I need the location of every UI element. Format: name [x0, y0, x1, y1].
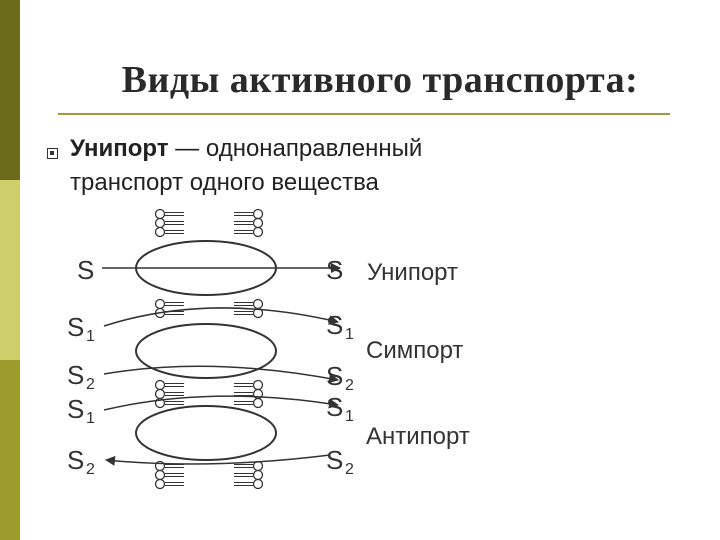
lipid-head — [252, 217, 264, 229]
s1-right-antiport: S 1 — [326, 392, 354, 425]
slide-title: Виды активного транспорта: — [121, 59, 639, 101]
svg-text:S: S — [326, 361, 343, 391]
lipid-head — [154, 298, 166, 310]
left-band-olive — [0, 360, 20, 540]
lipid-head — [154, 478, 166, 490]
svg-text:S: S — [67, 394, 84, 424]
lipid-head — [252, 478, 264, 490]
square-bullet-icon — [47, 148, 58, 159]
antiport-carrier-protein — [135, 405, 277, 461]
svg-text:S: S — [67, 312, 84, 342]
lipid-head — [252, 307, 264, 319]
s1-right-symport: S 1 — [326, 310, 354, 343]
svg-text:1: 1 — [345, 326, 354, 343]
svg-text:2: 2 — [345, 377, 354, 394]
lipid-head — [252, 226, 264, 238]
svg-text:S: S — [67, 360, 84, 390]
left-band-light — [0, 180, 20, 360]
svg-text:S: S — [326, 392, 343, 422]
lipid-head — [154, 226, 166, 238]
lipid-head — [252, 469, 264, 481]
s1-left-symport: S 1 — [67, 312, 95, 345]
bullet-line-2: транспорт одного вещества — [70, 169, 379, 196]
bullet-text: Унипорт — однонаправленный транспорт одн… — [70, 132, 670, 200]
left-band-dark — [0, 0, 20, 180]
symport-arrow-s1 — [103, 307, 339, 327]
lipid-bilayer — [154, 208, 264, 490]
s1-left-antiport: S 1 — [67, 394, 95, 427]
svg-text:S: S — [67, 445, 84, 475]
s-right-label: S — [326, 255, 343, 285]
s2-right-symport: S 2 — [326, 361, 354, 394]
svg-text:2: 2 — [345, 461, 354, 478]
svg-text:2: 2 — [86, 461, 95, 478]
s-left-label: S — [77, 255, 94, 285]
svg-text:S: S — [326, 310, 343, 340]
uniport-label: Унипорт — [367, 259, 458, 286]
lipid-head — [252, 379, 264, 391]
antiport-arrow-s1 — [103, 395, 339, 411]
lipid-head — [154, 208, 166, 220]
s2-left-symport: S 2 — [67, 360, 95, 393]
bullet-rest: — однонаправленный — [168, 135, 423, 162]
title-underline — [58, 113, 670, 115]
symport-carrier-protein — [135, 323, 277, 379]
lipid-head — [154, 217, 166, 229]
svg-text:S: S — [326, 445, 343, 475]
lipid-head — [252, 460, 264, 472]
antiport-arrow-s2 — [105, 454, 331, 466]
antiport-label: Антипорт — [366, 423, 470, 450]
svg-text:1: 1 — [86, 410, 95, 427]
svg-text:1: 1 — [86, 328, 95, 345]
symport-arrow-s2 — [103, 365, 339, 384]
lipid-head — [252, 397, 264, 409]
lipid-head — [252, 208, 264, 220]
svg-text:2: 2 — [86, 376, 95, 393]
s2-right-antiport: S 2 — [326, 445, 354, 478]
lipid-head — [154, 469, 166, 481]
lipid-head — [154, 388, 166, 400]
svg-text:1: 1 — [345, 408, 354, 425]
lipid-head — [154, 379, 166, 391]
symport-label: Симпорт — [366, 337, 463, 364]
bullet-term: Унипорт — [70, 135, 169, 162]
lipid-head — [252, 298, 264, 310]
s2-left-antiport: S 2 — [67, 445, 95, 478]
